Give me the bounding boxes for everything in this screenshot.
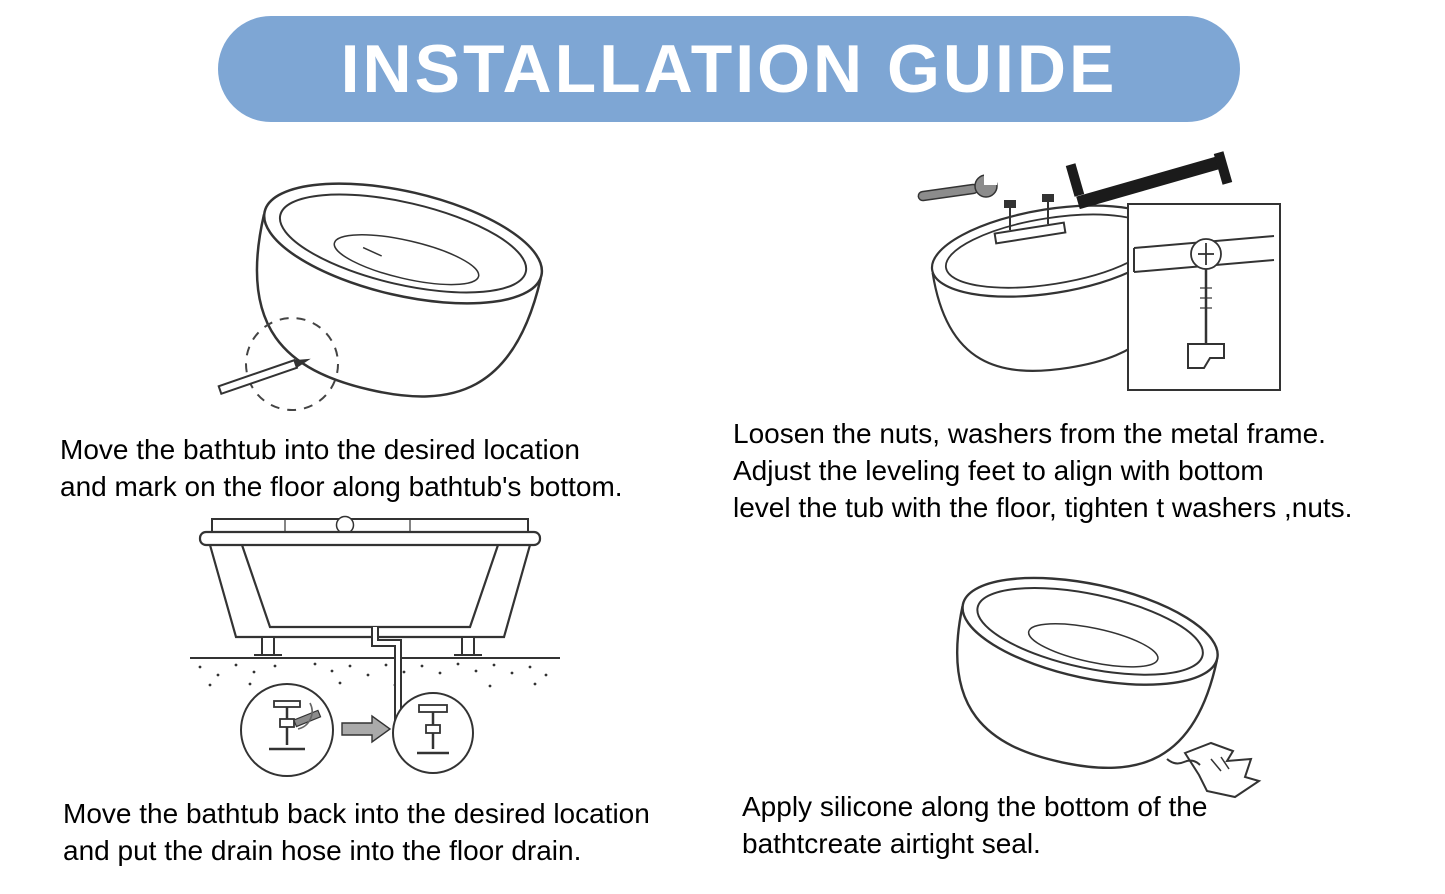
bathtub-outline [930, 204, 1174, 372]
dashed-marking-circle [245, 317, 339, 411]
deck-bracket-bolts [993, 194, 1067, 245]
drain-pipe [371, 627, 402, 745]
step4-illustration [915, 545, 1275, 805]
step4-caption: Apply silicone along the bottom of the b… [742, 791, 1208, 859]
silicone-bead [1166, 758, 1201, 766]
support-frame [254, 636, 482, 656]
foot-inset-before [240, 683, 334, 777]
bathtub-mark-floor-drawing [217, 182, 544, 411]
step1-illustration [200, 150, 580, 450]
bathtub-outline [955, 576, 1219, 769]
foot-bracket [1187, 343, 1225, 369]
silicone-application-hand [1166, 741, 1262, 799]
bathtub-outline [255, 182, 544, 398]
bathtub-cross-section [198, 530, 542, 639]
bathtub-drain-hose-drawing [190, 515, 560, 777]
foot-inset-after [392, 692, 474, 774]
metal-frame-bar [1065, 151, 1233, 210]
step3-caption: Move the bathtub back into the desired l… [63, 798, 650, 866]
ground-speckles [198, 662, 548, 688]
leveling-detail-inset [1127, 203, 1281, 391]
arrow-right-icon [341, 714, 392, 744]
step2-caption: Loosen the nuts, washers from the metal … [733, 418, 1353, 523]
step1-caption: Move the bathtub into the desired locati… [60, 434, 623, 502]
pencil-icon [217, 358, 311, 396]
bathtub-silicone-drawing [955, 576, 1262, 799]
wrench-icon [917, 172, 998, 202]
page-title: INSTALLATION GUIDE [340, 31, 1118, 107]
title-banner: INSTALLATION GUIDE [218, 16, 1240, 122]
step3-illustration [190, 505, 560, 795]
bathtub-frame-leveling-drawing [917, 151, 1281, 391]
step2-illustration [900, 148, 1295, 403]
